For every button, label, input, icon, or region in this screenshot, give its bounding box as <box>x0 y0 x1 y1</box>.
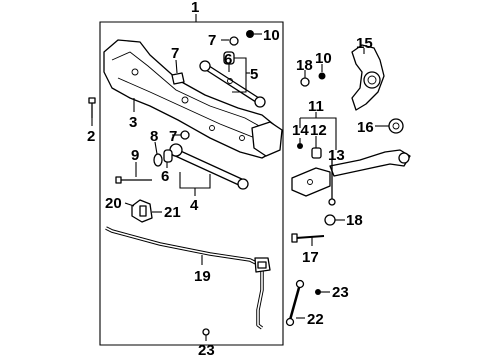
bushing-16 <box>375 118 404 134</box>
callout-20: 20 <box>105 195 122 212</box>
callout-8: 8 <box>150 128 158 145</box>
callout-23-right: 23 <box>332 284 349 301</box>
callout-23-bottom: 23 <box>198 342 215 359</box>
assembly-frame <box>99 21 284 346</box>
callout-15: 15 <box>356 35 373 52</box>
crossmember <box>103 39 283 159</box>
callout-1: 1 <box>191 0 199 16</box>
bushing-6-top <box>223 51 235 72</box>
callout-line-5 <box>228 57 247 93</box>
callout-7-top: 7 <box>208 32 216 49</box>
callout-7-left: 7 <box>171 45 179 62</box>
nut-23-bottom <box>202 328 210 341</box>
nut-7-mid <box>172 130 190 140</box>
nut-14 <box>297 138 303 149</box>
callout-9: 9 <box>131 147 139 164</box>
callout-6-top: 6 <box>224 51 232 68</box>
callout-22: 22 <box>307 311 324 328</box>
callout-21: 21 <box>164 204 181 221</box>
bushing-7-top <box>171 59 185 85</box>
callout-10-top: 10 <box>263 27 280 44</box>
washer-8 <box>153 141 163 167</box>
callout-11: 11 <box>308 98 324 115</box>
nut-10-top <box>246 30 262 38</box>
bolt-9 <box>115 162 152 184</box>
right-lateral-link <box>329 149 411 177</box>
bushing-6-lower <box>163 149 173 168</box>
bolt-2 <box>88 97 96 126</box>
stabilizer-bracket <box>124 199 162 223</box>
nut-18-top <box>300 70 310 87</box>
bolt-13 <box>328 150 336 206</box>
knuckle <box>351 44 385 111</box>
callout-2: 2 <box>87 128 95 145</box>
stabilizer-bar <box>105 226 271 330</box>
callout-6-lower: 6 <box>161 168 169 185</box>
callout-14: 14 <box>292 122 309 139</box>
callout-16: 16 <box>357 119 374 136</box>
nut-7-top-right <box>221 36 239 46</box>
callout-line-11 <box>300 117 337 150</box>
callout-10-right: 10 <box>315 50 332 67</box>
callout-4: 4 <box>190 197 199 214</box>
callout-3: 3 <box>129 114 137 131</box>
bushing-12 <box>311 136 322 159</box>
nut-10-right <box>318 64 326 80</box>
callout-17: 17 <box>302 249 319 266</box>
callout-12: 12 <box>310 122 327 139</box>
callout-19: 19 <box>194 268 211 285</box>
callout-13: 13 <box>328 147 345 164</box>
nut-18-mid <box>324 214 345 226</box>
bolt-17 <box>291 233 325 246</box>
callout-line-4 <box>179 172 211 189</box>
right-bracket <box>291 167 331 197</box>
nut-23-right <box>315 289 330 295</box>
callout-5: 5 <box>250 66 258 83</box>
callout-7-mid: 7 <box>169 128 177 145</box>
upper-link-arm <box>199 60 266 108</box>
stabilizer-link <box>285 279 305 327</box>
callout-18-mid: 18 <box>346 212 363 229</box>
callout-18-top: 18 <box>296 57 313 74</box>
